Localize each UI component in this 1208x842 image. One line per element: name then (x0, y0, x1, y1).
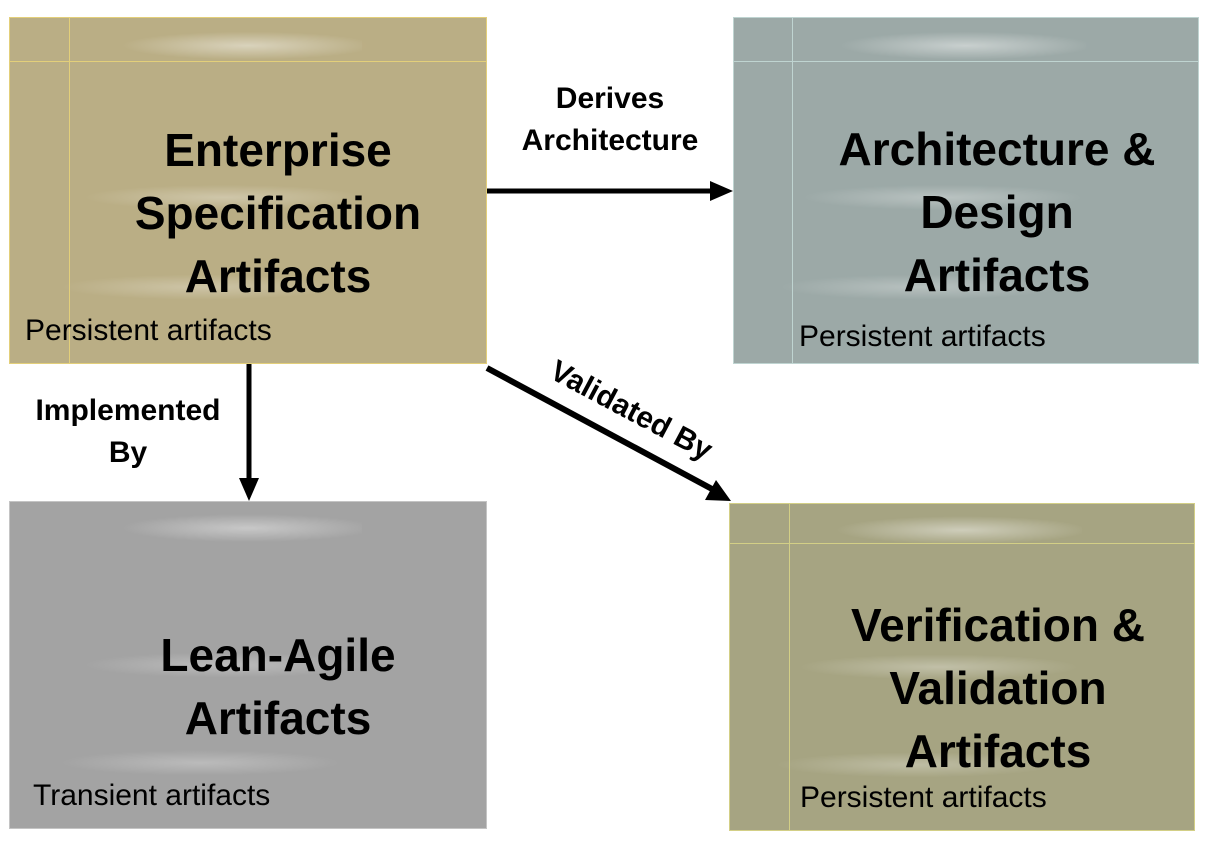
validated-arrow-icon (485, 365, 731, 501)
enterprise-title: Enterprise Specification Artifacts (10, 119, 486, 308)
title-line: Architecture & (838, 123, 1156, 175)
implemented-by-label: Implemented By (10, 390, 246, 474)
label-line: Derives (555, 82, 665, 115)
derives-arrow-icon (487, 181, 733, 201)
lean-agile-subtitle: Transient artifacts (33, 779, 271, 812)
vv-subtitle: Persistent artifacts (800, 781, 1047, 814)
architecture-subtitle: Persistent artifacts (799, 320, 1046, 353)
title-line: Verification & (851, 599, 1145, 651)
title-line: Artifacts (903, 249, 1091, 301)
derives-architecture-label: Derives Architecture (490, 78, 730, 162)
title-line: Artifacts (184, 692, 372, 744)
title-line: Lean-Agile (160, 629, 396, 681)
enterprise-subtitle: Persistent artifacts (25, 314, 272, 347)
title-line: Specification (134, 187, 422, 239)
title-line: Enterprise (164, 124, 392, 176)
label-line: Implemented (35, 394, 221, 427)
implemented-arrow-icon (239, 364, 259, 501)
title-line: Artifacts (904, 725, 1092, 777)
title-line: Design (920, 186, 1074, 238)
label-line: Architecture (521, 124, 699, 157)
vv-title: Verification & Validation Artifacts (730, 594, 1194, 783)
architecture-title: Architecture & Design Artifacts (734, 118, 1198, 307)
title-line: Artifacts (184, 250, 372, 302)
title-line: Validation (889, 662, 1107, 714)
label-line: By (108, 436, 148, 469)
lean-agile-title: Lean-Agile Artifacts (10, 624, 486, 750)
